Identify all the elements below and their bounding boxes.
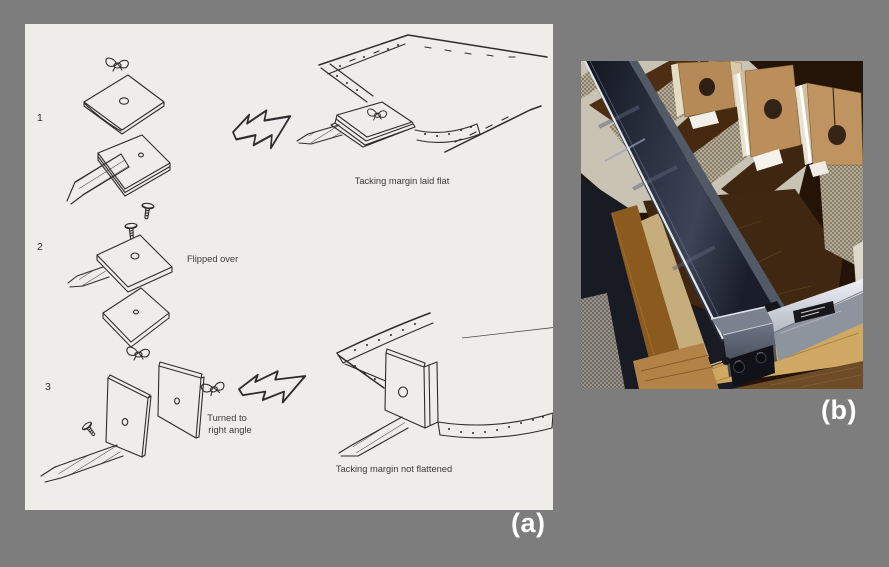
clamp-plate-loose [102,287,170,348]
bolt-knob [733,361,745,373]
wing-nut-icon [105,57,129,72]
caption-turned-2: right angle [208,425,251,435]
arrow-1-icon [231,109,292,150]
clamp-plate-stack [733,64,802,171]
panel-b-photo [581,61,863,389]
step-2: 2 Flipped over [37,222,238,361]
maker-label [793,301,835,323]
bolt-knob [722,357,730,365]
photo-scene [581,61,863,389]
clamp-plate-stack [795,82,863,177]
steel-bar [583,61,785,343]
panel-a-sketch: 1 [37,34,553,483]
clamped-corner-flat-sketch: Tacking margin laid flat [296,34,548,186]
caption-turned-1: Turned to [207,413,246,423]
caption-result-bottom: Tacking margin not flattened [336,464,452,474]
upright-plate-right [157,361,205,439]
upright-plate-left [105,374,152,458]
clamp-plate-with-strip [67,234,173,293]
clamped-corner-upright-sketch: Tacking margin not flattened [336,312,553,474]
paper-sliver [853,241,863,287]
step-number-2: 2 [37,241,43,253]
step-number-1: 1 [37,112,43,124]
panel-a-paper: 1 [25,24,553,510]
aluminium-bar [757,279,863,361]
figure-label-a: (a) [511,508,546,538]
corner-bracket [710,306,777,387]
clamp-plate-top [83,74,165,135]
screw-icon [139,202,155,221]
step-3: 3 Turned to right angle [40,361,252,483]
board-gap [721,133,817,209]
figure-label-b: (b) [821,395,857,425]
screw-icon [80,420,99,440]
mesh-strip [581,293,625,389]
step-1: 1 [37,57,171,221]
caption-result-top: Tacking margin laid flat [355,176,450,186]
wood-edge-strip [641,213,709,369]
step-number-3: 3 [45,381,51,393]
canvas-strip [66,153,130,205]
cork-strip [611,205,689,389]
wing-nut-icon [126,346,150,361]
table-wood [731,361,863,389]
wood-beam [633,343,719,389]
arrow-2-icon [238,370,307,404]
canvas-strip [40,444,124,483]
wing-nut-icon [200,378,227,399]
bolt-knob [755,352,767,364]
caption-flipped-over: Flipped over [187,254,238,264]
